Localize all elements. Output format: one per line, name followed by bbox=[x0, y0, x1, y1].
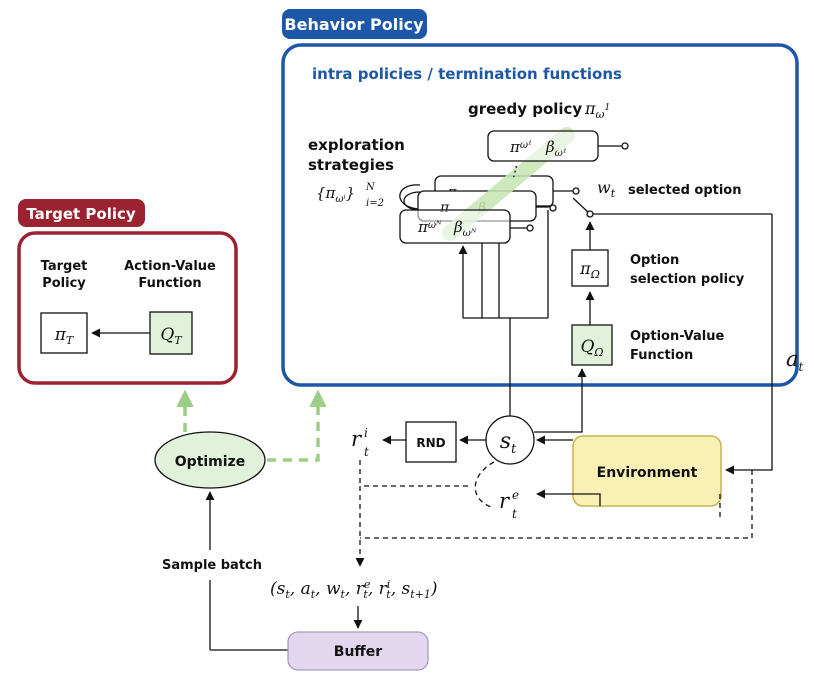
target-policy-symbol: πT bbox=[54, 325, 75, 347]
target-col1-line2: Policy bbox=[42, 276, 86, 291]
action-value-symbol: QT bbox=[160, 325, 183, 347]
rnd-box bbox=[405, 421, 457, 463]
action-value-function-box bbox=[149, 311, 193, 355]
behavior-policy-title: Behavior Policy bbox=[284, 15, 424, 34]
target-col2-line1: Action-Value bbox=[124, 259, 216, 274]
greedy-policy-symbol: πω1 bbox=[584, 99, 610, 121]
optimize-label: Optimize bbox=[175, 454, 245, 470]
greedy-box-pi: πω¹ bbox=[509, 138, 532, 156]
stack-loop-arc-1 bbox=[399, 184, 421, 210]
environment-to-re-arrow bbox=[536, 489, 601, 506]
behavior-policy-tab bbox=[282, 9, 427, 39]
state-symbol: st bbox=[500, 429, 517, 457]
option-policy-symbol: πΩ bbox=[579, 259, 600, 281]
option-box-middle-pi: π bbox=[439, 200, 450, 216]
option-policy-label-line2: selection policy bbox=[630, 272, 745, 287]
option-switch-node bbox=[586, 210, 594, 218]
target-policy-tab bbox=[18, 199, 145, 227]
intrinsic-reward-sub: t bbox=[364, 445, 369, 459]
environment-label: Environment bbox=[597, 465, 698, 481]
back-box-output-node bbox=[572, 187, 580, 195]
buffer-label: Buffer bbox=[334, 644, 382, 660]
state-collect-arc bbox=[474, 461, 495, 509]
environment-box bbox=[572, 435, 722, 507]
greedy-option-box bbox=[487, 130, 599, 162]
action-to-environment-arrow bbox=[725, 214, 773, 475]
option-value-function-box bbox=[571, 324, 613, 366]
action-symbol: at bbox=[786, 347, 804, 374]
optimize-node bbox=[154, 431, 266, 489]
target-col2-line2: Function bbox=[138, 276, 201, 291]
option-value-symbol: QΩ bbox=[580, 337, 603, 359]
exploration-label-line1: exploration bbox=[308, 136, 405, 154]
front-box-output-node bbox=[526, 224, 534, 232]
option-switch-blade bbox=[572, 197, 589, 213]
front-box-pi: πωᴺ bbox=[417, 218, 442, 236]
target-policy-frame bbox=[17, 231, 238, 385]
selected-option-label: selected option bbox=[628, 183, 742, 198]
intrinsic-reward-sup: i bbox=[364, 426, 368, 440]
exploration-set-lower: i=2 bbox=[366, 198, 384, 209]
exploration-label-line2: strategies bbox=[308, 156, 394, 174]
option-value-label-line1: Option-Value bbox=[630, 329, 724, 344]
extrinsic-reward-sup: e bbox=[512, 488, 519, 502]
stack-dots: ⋮ bbox=[507, 164, 521, 180]
option-value-label-line2: Function bbox=[630, 348, 693, 363]
sample-batch-label: Sample batch bbox=[162, 558, 262, 573]
action-collect-line bbox=[360, 470, 753, 539]
stack-loop-arc-2 bbox=[403, 191, 421, 211]
greedy-policy-label: greedy policy bbox=[468, 100, 582, 118]
w-symbol: wt bbox=[597, 178, 616, 200]
rnd-label: RND bbox=[416, 436, 445, 450]
extrinsic-reward-sub: t bbox=[512, 507, 517, 521]
middle-box-output-node bbox=[549, 204, 557, 212]
front-box-beta: βωᴺ bbox=[453, 218, 477, 239]
target-policy-title: Target Policy bbox=[26, 205, 136, 223]
greedy-box-output-node bbox=[621, 142, 629, 150]
greedy-box-beta: βω¹ bbox=[545, 138, 567, 159]
behavior-policy-frame bbox=[281, 43, 799, 387]
target-col1-line1: Target bbox=[41, 259, 88, 274]
option-selection-policy-box bbox=[571, 249, 609, 287]
extrinsic-reward-symbol: r bbox=[499, 489, 511, 513]
buffer-box bbox=[287, 631, 429, 671]
state-to-option-value-arrow bbox=[534, 368, 587, 433]
option-policy-label-line1: Option bbox=[630, 253, 679, 268]
exploration-set-symbol: {πωⁱ} bbox=[316, 184, 355, 205]
intrinsic-reward-symbol: r bbox=[351, 427, 363, 451]
exploration-set-sup: N bbox=[365, 182, 376, 193]
option-box-front bbox=[399, 209, 511, 244]
intra-policies-subtitle: intra policies / termination functions bbox=[312, 65, 622, 83]
target-policy-box bbox=[40, 312, 88, 354]
optimize-to-behavior-arrow bbox=[267, 389, 327, 462]
